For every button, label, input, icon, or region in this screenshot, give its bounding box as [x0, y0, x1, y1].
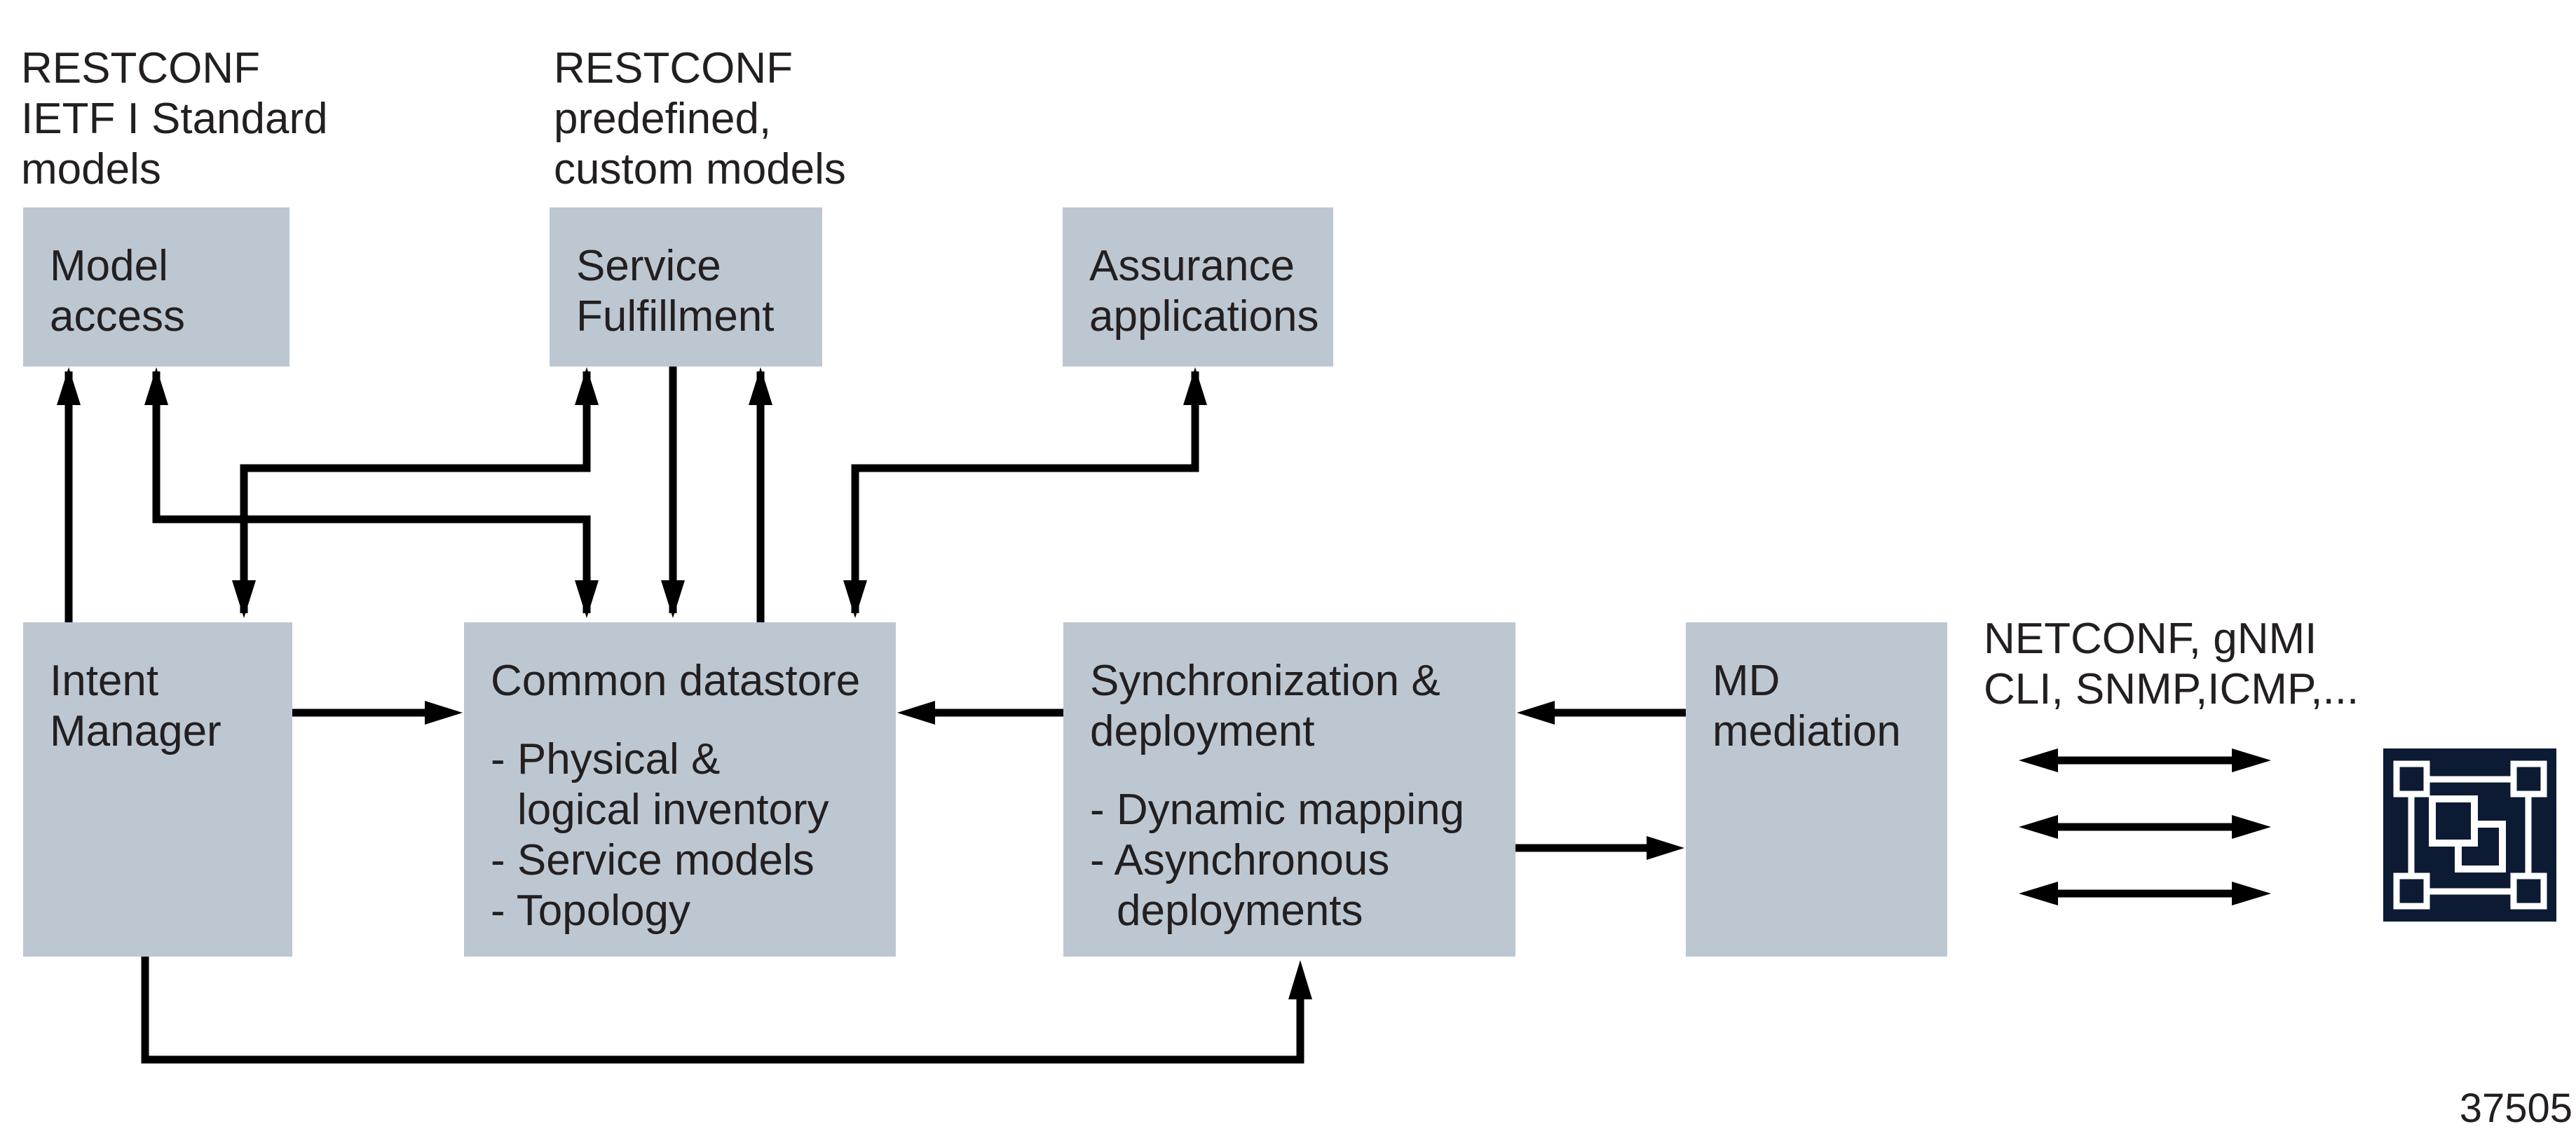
- label-line: CLI, SNMP,ICMP,...: [1984, 665, 2359, 713]
- arrow-sync-to-common-datastore: [897, 701, 1063, 725]
- managed-network-devices-icon: [2383, 748, 2556, 922]
- bullet-item-continuation: logical inventory: [517, 786, 829, 834]
- box-title: deployment: [1090, 707, 1315, 755]
- box-synchronization-deployment: Synchronization & deployment - Dynamic m…: [1063, 622, 1515, 957]
- box-service-fulfillment: Service Fulfillment: [550, 207, 822, 367]
- box-label: Intent: [50, 657, 159, 705]
- arrow-service-fulfillment-intent-manager: [232, 367, 599, 618]
- box-bullet-list: - Physical & logical inventory - Service…: [491, 734, 896, 936]
- network-topology-icon: [2383, 748, 2556, 922]
- label-line: predefined,: [554, 95, 772, 143]
- box-title: Common datastore: [491, 657, 861, 705]
- bullet-item: - Dynamic mapping: [1090, 786, 1465, 834]
- box-label: Assurance: [1089, 242, 1295, 290]
- bullet-item: - Service models: [491, 836, 815, 884]
- icon-corner-nodes: [2393, 760, 2547, 910]
- box-bullet-list: - Dynamic mapping - Asynchronous deploym…: [1090, 785, 1515, 936]
- arrow-md-network-3: [2019, 882, 2271, 905]
- box-label: MD: [1712, 657, 1780, 705]
- arrow-md-mediation-to-sync: [1517, 701, 1686, 725]
- figure-number: 37505: [2459, 1086, 2572, 1129]
- arrow-md-network-2: [2019, 815, 2271, 839]
- arrow-common-datastore-to-service-fulfillment: [749, 367, 772, 622]
- box-common-datastore: Common datastore - Physical & logical in…: [464, 622, 896, 957]
- bullet-item: - Topology: [491, 887, 690, 935]
- arrow-md-network-1: [2019, 748, 2271, 772]
- box-title: Synchronization &: [1090, 657, 1440, 705]
- bullet-item: - Asynchronous: [1090, 836, 1390, 884]
- icon-inner-square-front: [2429, 795, 2478, 847]
- label-line: models: [21, 145, 161, 193]
- label-line: NETCONF, gNMI: [1984, 615, 2317, 663]
- label-line: RESTCONF: [554, 44, 793, 93]
- bullet-item-continuation: deployments: [1117, 887, 1363, 935]
- arrow-intent-manager-to-sync-bottom: [141, 957, 1312, 1064]
- icon-frame-lines: [2408, 776, 2532, 895]
- label-restconf-ietf: RESTCONF IETF I Standard models: [21, 43, 328, 195]
- box-label: mediation: [1712, 707, 1901, 755]
- label-protocols: NETCONF, gNMI CLI, SNMP,ICMP,...: [1984, 614, 2359, 715]
- box-assurance-applications: Assurance applications: [1063, 207, 1333, 367]
- arrow-intent-manager-to-common-datastore: [292, 701, 463, 725]
- label-line: custom models: [554, 145, 846, 193]
- box-label: Model: [50, 242, 168, 290]
- arrow-sync-to-md-mediation: [1515, 836, 1684, 860]
- label-line: RESTCONF: [21, 44, 260, 93]
- box-md-mediation: MD mediation: [1686, 622, 1947, 957]
- box-label: Service: [576, 242, 721, 290]
- box-label: Manager: [50, 707, 222, 755]
- box-label: access: [50, 292, 185, 341]
- bullet-item: - Physical &: [491, 735, 721, 784]
- box-model-access: Model access: [23, 207, 289, 367]
- box-label: applications: [1089, 292, 1319, 341]
- label-restconf-custom: RESTCONF predefined, custom models: [554, 43, 846, 195]
- arrow-assurance-common-datastore: [843, 367, 1207, 618]
- box-label: Fulfillment: [576, 292, 775, 341]
- box-intent-manager: Intent Manager: [23, 622, 292, 957]
- arrow-model-access-common-datastore: [144, 367, 599, 618]
- arrow-service-fulfillment-to-common-datastore: [661, 367, 685, 618]
- label-line: IETF I Standard: [21, 95, 328, 143]
